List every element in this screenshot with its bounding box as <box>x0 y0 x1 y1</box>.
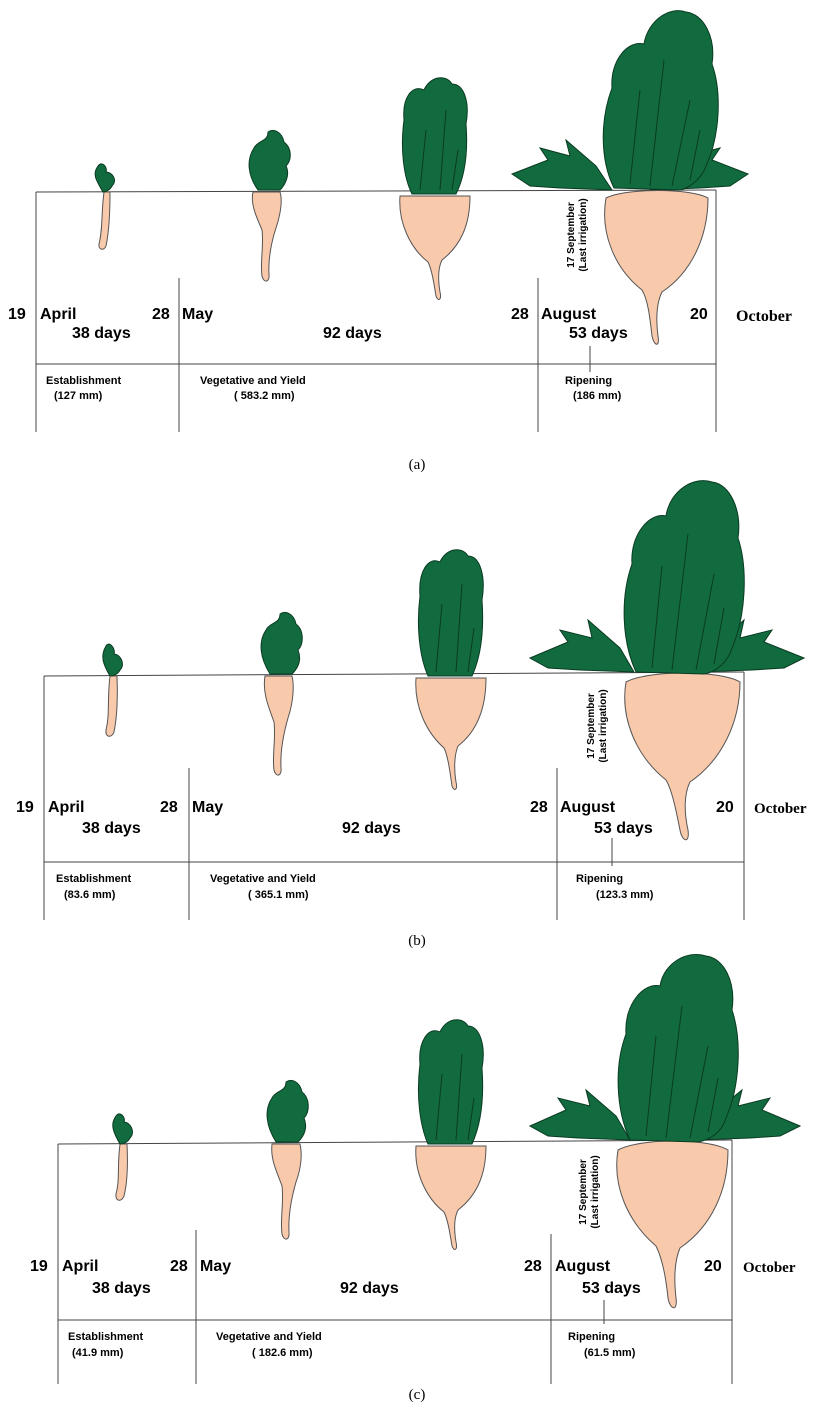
date-aug-day: 28 <box>524 1259 542 1275</box>
stage-vegetative: Vegetative and Yield <box>216 1332 322 1343</box>
last-irrigation-label: 17 September (Last irrigation) <box>578 1146 602 1238</box>
date-may-day: 28 <box>160 800 178 816</box>
date-start-day: 19 <box>16 800 34 816</box>
date-start-month: April <box>40 307 76 323</box>
diagram-b <box>0 474 834 924</box>
beet-plant-young <box>261 612 302 775</box>
date-may-month: May <box>192 800 223 816</box>
beet-plant-mature <box>512 11 748 345</box>
duration-establishment: 38 days <box>72 326 131 342</box>
date-may-day: 28 <box>170 1259 188 1275</box>
stage-ripening: Ripening <box>568 1332 615 1343</box>
duration-establishment: 38 days <box>82 821 141 837</box>
stage-vegetative: Vegetative and Yield <box>210 874 316 885</box>
diagram-c <box>0 954 834 1384</box>
beet-plant-young <box>267 1080 308 1239</box>
stage-vegetative: Vegetative and Yield <box>200 376 306 387</box>
panel-b: 17 September (Last irrigation) 19 April … <box>0 474 834 954</box>
water-vegetative: ( 583.2 mm) <box>234 391 295 402</box>
stage-establishment: Establishment <box>56 874 131 885</box>
duration-establishment: 38 days <box>92 1281 151 1297</box>
last-irrigation-label: 17 September (Last irrigation) <box>586 678 610 774</box>
ground-line <box>58 1140 732 1144</box>
beet-plant-seedling <box>113 1114 133 1200</box>
date-start-day: 19 <box>30 1259 48 1275</box>
date-start-day: 19 <box>8 307 26 323</box>
beet-plant-developing <box>400 78 470 300</box>
date-may-day: 28 <box>152 307 170 323</box>
date-end-month: October <box>736 309 792 325</box>
date-aug-month: August <box>560 800 615 816</box>
duration-vegetative: 92 days <box>342 821 401 837</box>
water-establishment: (83.6 mm) <box>64 890 115 901</box>
date-end-day: 20 <box>704 1259 722 1275</box>
water-vegetative: ( 182.6 mm) <box>252 1348 313 1359</box>
date-aug-month: August <box>541 307 596 323</box>
duration-vegetative: 92 days <box>340 1281 399 1297</box>
caption-c: (c) <box>0 1388 834 1403</box>
last-irrigation-label: 17 September (Last irrigation) <box>566 190 590 280</box>
date-start-month: April <box>62 1259 98 1275</box>
date-end-day: 20 <box>690 307 708 323</box>
water-vegetative: ( 365.1 mm) <box>248 890 309 901</box>
stage-establishment: Establishment <box>68 1332 143 1343</box>
beet-plant-young <box>249 130 290 281</box>
water-ripening: (186 mm) <box>573 391 621 402</box>
caption-b: (b) <box>0 934 834 949</box>
panel-a: 17 September (Last irrigation) 19 April … <box>0 0 834 470</box>
caption-a: (a) <box>0 458 834 473</box>
date-end-month: October <box>743 1261 795 1276</box>
duration-ripening: 53 days <box>569 326 628 342</box>
water-ripening: (61.5 mm) <box>584 1348 635 1359</box>
ground-line <box>44 672 744 676</box>
date-aug-day: 28 <box>530 800 548 816</box>
water-establishment: (41.9 mm) <box>72 1348 123 1359</box>
panel-c: 17 September (Last irrigation) 19 April … <box>0 954 834 1409</box>
stage-ripening: Ripening <box>576 874 623 885</box>
stage-ripening: Ripening <box>565 376 612 387</box>
duration-vegetative: 92 days <box>323 326 382 342</box>
date-end-month: October <box>754 802 806 817</box>
diagram-a <box>0 0 834 440</box>
date-end-day: 20 <box>716 800 734 816</box>
date-aug-day: 28 <box>511 307 529 323</box>
beet-plant-mature <box>530 481 804 840</box>
duration-ripening: 53 days <box>582 1281 641 1297</box>
beet-plant-seedling <box>103 644 123 736</box>
beet-plant-mature <box>530 954 800 1307</box>
ground-line <box>36 190 716 192</box>
beet-plant-developing <box>416 1020 486 1250</box>
date-start-month: April <box>48 800 84 816</box>
duration-ripening: 53 days <box>594 821 653 837</box>
date-may-month: May <box>200 1259 231 1275</box>
date-aug-month: August <box>555 1259 610 1275</box>
water-establishment: (127 mm) <box>54 391 102 402</box>
date-may-month: May <box>182 307 213 323</box>
beet-plant-developing <box>416 550 486 790</box>
stage-establishment: Establishment <box>46 376 121 387</box>
water-ripening: (123.3 mm) <box>596 890 653 901</box>
beet-plant-seedling <box>95 164 114 249</box>
